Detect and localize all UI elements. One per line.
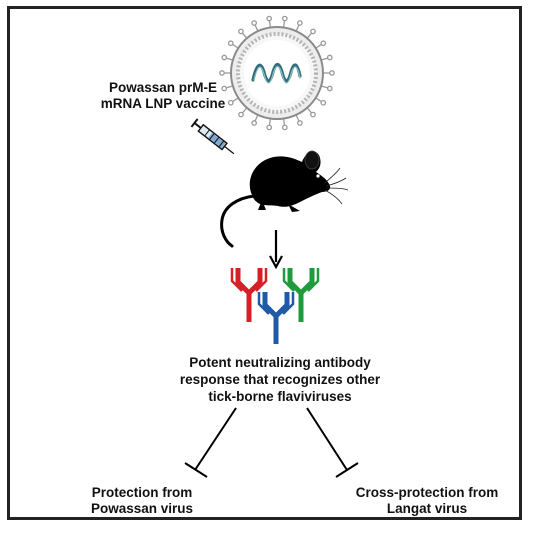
response-text-line2: response that recognizes other [179,372,381,387]
syringe-icon [190,118,235,155]
down-arrow [269,230,283,270]
outcome-right-line2: Langat virus [386,501,468,516]
response-text-line3: tick-borne flaviviruses [208,389,352,404]
lnp-particle-icon [219,15,335,131]
particle-spike-tip [238,28,244,35]
mouse-icon [220,150,349,248]
particle-spike [225,85,234,89]
particle-spike [320,85,329,89]
particle-spike [315,43,322,49]
particle-spike [241,32,248,39]
particle-spike-tip [326,54,333,61]
particle-spike [225,57,234,61]
particle-spike-tip [219,70,225,76]
particle-spike-tip [266,15,273,22]
outcome-left: Protection from Powassan virus [72,485,212,517]
outcome-right: Cross-protection from Langat virus [342,485,512,517]
particle-spike [315,97,322,103]
particle-spike-tip [251,120,258,126]
particle-spike [306,107,313,114]
antibody-green-icon [282,268,320,322]
particle-spike [282,20,286,28]
particle-spike [320,57,329,61]
particle-spike [282,118,286,126]
antibody-blue-icon [257,292,295,344]
left-inhibition-line [184,407,237,478]
particle-spike [254,24,259,32]
particle-spike-tip [310,111,316,118]
particle-spike [241,107,248,114]
mrna-strand-icon [251,62,302,83]
particle-spike-tip [296,20,303,26]
particle-spike [232,97,239,103]
particle-spike [268,20,272,28]
particle-spike-tip [329,70,335,76]
particle-spike [254,114,259,122]
vaccine-label: Powassan prM-E mRNA LNP vaccine [98,80,228,112]
particle-spike-tip [296,120,303,126]
particle-spike-tip [227,99,234,106]
particle-spike-tip [221,85,228,92]
particle-spike [295,114,300,122]
particle-spike-tip [227,40,234,47]
particle-spike-tip [326,85,333,92]
particle-spike [295,24,300,32]
particle-spike-tip [221,54,228,61]
particle-spike [306,32,313,39]
right-inhibition-line [306,407,359,478]
particle-spike-tip [266,124,273,131]
particle-spike [232,43,239,49]
antibody-red-icon [230,268,268,322]
particle-spike-tip [320,99,327,106]
response-text: Potent neutralizing antibody response th… [170,354,390,405]
outcome-left-line1: Protection from [91,485,193,500]
particle-spike-tip [281,15,288,22]
response-text-line1: Potent neutralizing antibody [189,355,371,370]
vaccine-label-line2: mRNA LNP vaccine [100,96,226,111]
particle-spike [268,118,272,126]
particle-spike-tip [310,28,316,35]
particle-spike-tip [251,20,258,26]
particle-spike-tip [238,111,244,118]
particle-spike-tip [281,124,288,131]
outcome-left-line2: Powassan virus [90,501,194,516]
vaccine-label-line1: Powassan prM-E [108,80,218,95]
outcome-right-line1: Cross-protection from [355,485,499,500]
particle-spike-tip [320,40,327,47]
